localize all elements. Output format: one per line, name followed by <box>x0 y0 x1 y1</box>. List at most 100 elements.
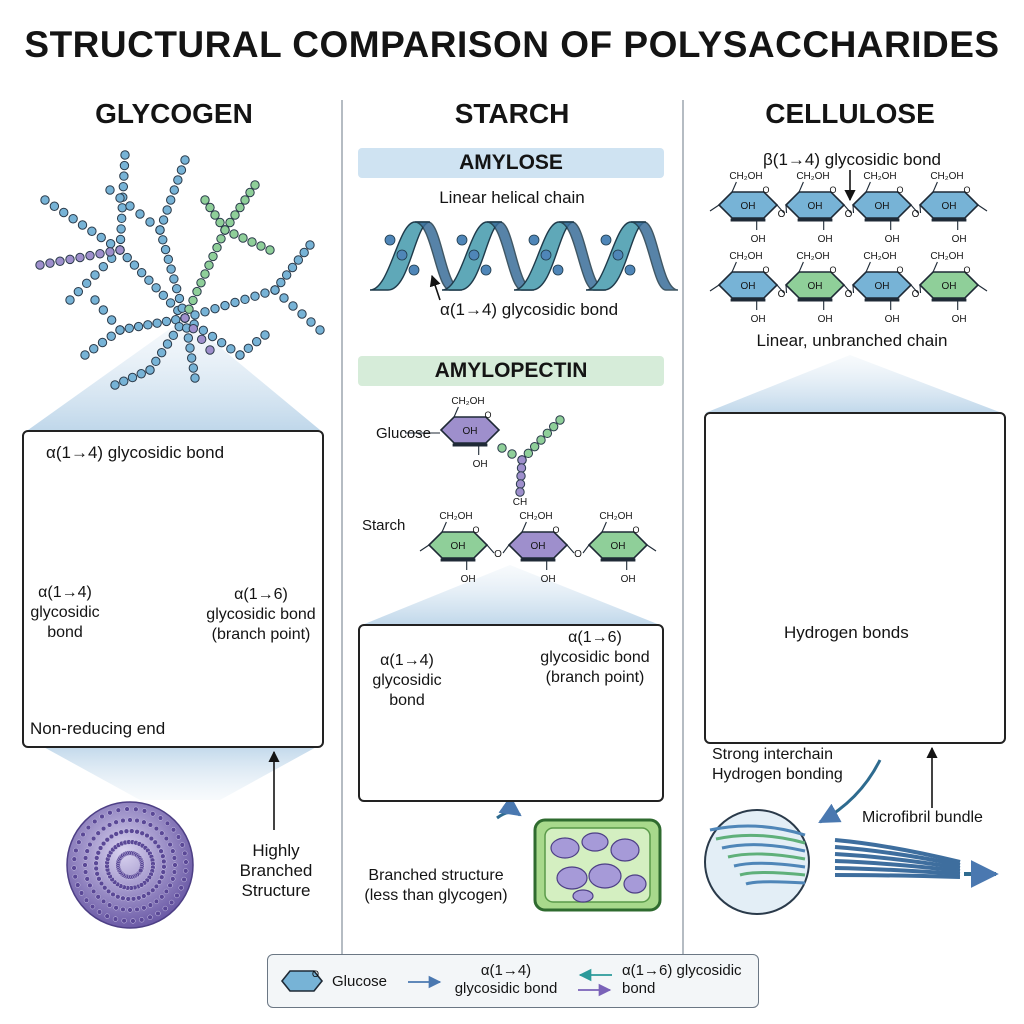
glucose-bead <box>162 339 173 349</box>
chain-end-bond <box>977 204 988 212</box>
granule-bead <box>133 806 139 812</box>
granule-bead <box>87 882 93 889</box>
link-bond <box>776 284 785 294</box>
glucose-bead <box>145 365 155 375</box>
starch-granule <box>572 889 594 903</box>
amylopectin-bond-16: α(1→6)glycosidic bond(branch point) <box>540 629 650 686</box>
amylopectin-zoom-box <box>358 624 664 802</box>
glucose-bead <box>230 297 240 308</box>
microfibril-strand <box>834 852 961 870</box>
ring-oxygen-label: O <box>762 185 769 195</box>
cellulose-heading: CELLULOSE <box>765 98 935 129</box>
glucose-bead <box>119 160 130 171</box>
granule-bead <box>167 882 173 889</box>
glucose-bead <box>68 214 78 224</box>
granule-bead <box>141 893 147 899</box>
beta-bond-label: β(1→4) glycosidic bond <box>763 150 941 169</box>
link-bond <box>566 544 575 554</box>
granule-bead <box>138 917 145 923</box>
glucose-bead <box>529 441 540 452</box>
glucose-bead <box>106 315 117 325</box>
glucose-bead <box>127 372 138 383</box>
amylose-pill: AMYLOSE <box>358 148 664 178</box>
glucose-bead <box>200 269 210 279</box>
glucose-bead <box>555 415 565 425</box>
ring-ch2oh-label: CH₂OH <box>519 511 552 522</box>
ring-oh-inner-label: OH <box>808 201 823 212</box>
glucose-bead <box>247 237 257 247</box>
fibril-strand <box>745 880 806 886</box>
ring-oh-label: OH <box>952 234 967 245</box>
ring-oxygen-label: O <box>632 525 639 535</box>
granule-bead <box>170 876 176 882</box>
granule-bead <box>148 835 155 842</box>
granule-bead <box>113 819 119 825</box>
ring-ch2oh-label: CH₂OH <box>930 251 963 262</box>
granule-bead <box>152 839 158 845</box>
ring-oxygen-label: O <box>472 525 479 535</box>
granule-bead <box>76 839 82 845</box>
ring-oh-inner-label: OH <box>741 201 756 212</box>
glycogen-zoom-cone <box>28 318 320 430</box>
glucose-bead <box>151 356 161 367</box>
fibril-strand <box>739 871 806 877</box>
link-bond <box>486 544 495 554</box>
granule-bead <box>160 853 166 859</box>
granule-bead <box>90 888 97 895</box>
glucose-bead <box>169 274 179 284</box>
glucose-bead <box>117 203 127 213</box>
granule-bead <box>98 880 105 887</box>
helix-glucose <box>528 234 540 246</box>
glucose-bead <box>176 165 187 175</box>
glucose-bead <box>174 293 185 304</box>
granule-bead <box>150 811 156 817</box>
granule-bead <box>129 828 135 834</box>
glucose-bead <box>80 350 90 360</box>
starch-heading: STARCH <box>454 98 570 129</box>
link-bond <box>843 284 852 294</box>
chain-end-bond <box>709 284 720 292</box>
ring-top-bond <box>453 406 459 418</box>
amylopectin-pill: AMYLOPECTIN <box>358 356 664 386</box>
glucose-bead <box>250 180 260 190</box>
glucose-bead <box>229 229 239 239</box>
ring-oh-inner-label: OH <box>942 281 957 292</box>
glycogen-bond-16: α(1→6)glycosidic bond(branch point) <box>206 586 316 643</box>
glucose-bead <box>136 369 146 379</box>
granule-bead <box>108 833 115 840</box>
granule-bead <box>104 913 110 919</box>
glucose-bead <box>517 455 527 465</box>
glucose-bead <box>98 305 109 315</box>
glucose-bead <box>293 255 304 265</box>
glucose-bead <box>235 350 245 360</box>
ring-top-bond <box>798 261 804 273</box>
fibril-strand <box>727 852 806 861</box>
glucose-bead <box>251 336 262 347</box>
granule-bead <box>96 876 102 882</box>
ring-ch2oh-label: CH₂OH <box>729 251 762 262</box>
granule-bead <box>120 906 126 913</box>
glucose-bead <box>265 245 275 255</box>
ring-oxygen-label: O <box>762 265 769 275</box>
glucose-bead <box>120 150 130 160</box>
amylopectin-zoom-cone <box>362 565 660 625</box>
glucose-bead <box>87 226 97 236</box>
glucose-bead <box>240 195 250 205</box>
granule-bead <box>138 882 145 888</box>
microfibril-strand <box>834 873 961 879</box>
link-bond <box>852 284 855 294</box>
glucose-bead <box>163 254 174 265</box>
glucose-bead <box>59 207 69 218</box>
glucose-bead <box>162 205 172 215</box>
glucose-bead <box>523 448 534 459</box>
glucose-bead <box>89 344 99 354</box>
glucose-bead <box>184 304 194 314</box>
link-bond <box>776 204 785 214</box>
glucose-bead <box>106 331 116 341</box>
starch-granule <box>623 874 647 894</box>
granule-bead <box>183 868 189 874</box>
granule-bead <box>127 907 133 913</box>
legend-bond-14-label: α(1→4)glycosidic bond <box>454 962 558 997</box>
helix-glucose <box>396 249 408 261</box>
